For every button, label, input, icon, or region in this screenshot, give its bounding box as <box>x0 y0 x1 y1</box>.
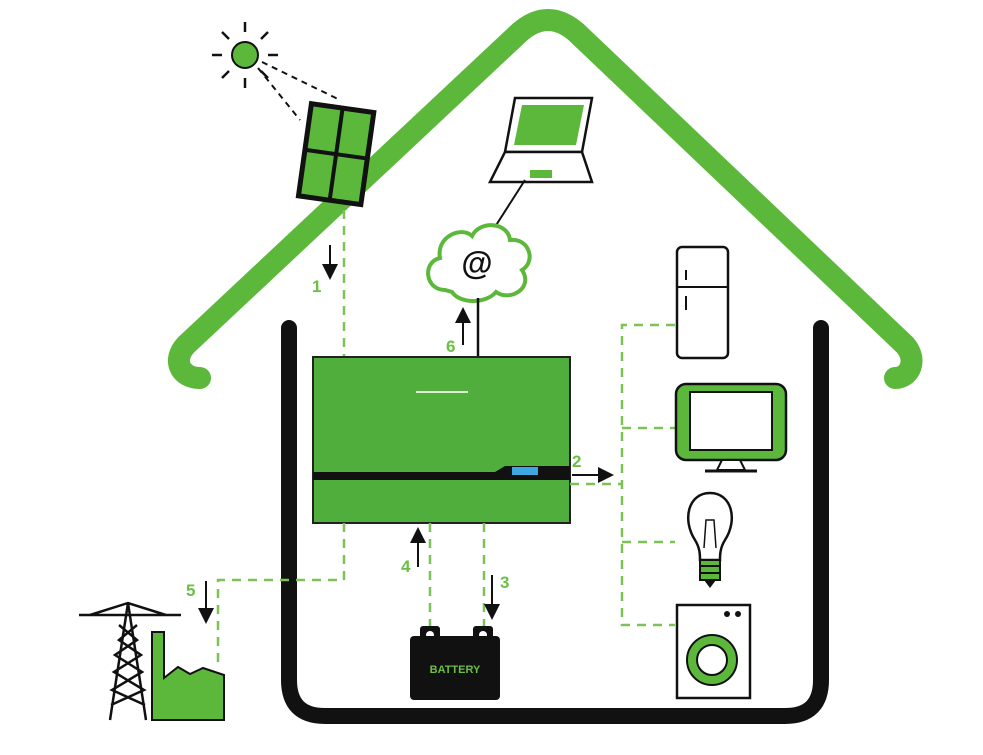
cloud-symbol: @ <box>461 245 492 281</box>
power-pylon-icon <box>79 601 181 721</box>
house-roof-icon <box>168 9 923 389</box>
battery-icon: BATTERY <box>410 626 500 700</box>
battery-label: BATTERY <box>430 664 481 676</box>
flow-label-5: 5 <box>186 581 195 600</box>
inverter-icon <box>312 356 571 524</box>
house-walls <box>281 320 829 724</box>
fridge-icon <box>675 245 730 360</box>
solar-panel-icon <box>295 100 377 208</box>
tv-icon <box>674 382 788 473</box>
sun-icon <box>212 22 341 121</box>
flow-label-2: 2 <box>572 452 581 471</box>
flow-label-1: 1 <box>312 277 321 296</box>
washing-machine-icon <box>675 603 752 700</box>
flow-label-4: 4 <box>401 557 411 576</box>
cloud-icon: @ <box>426 223 532 303</box>
light-bulb-icon <box>686 491 734 588</box>
factory-icon <box>151 631 225 721</box>
inverter-display <box>512 467 538 475</box>
laptop-icon <box>487 96 594 184</box>
flow-label-6: 6 <box>446 337 455 356</box>
flow-label-3: 3 <box>500 573 509 592</box>
